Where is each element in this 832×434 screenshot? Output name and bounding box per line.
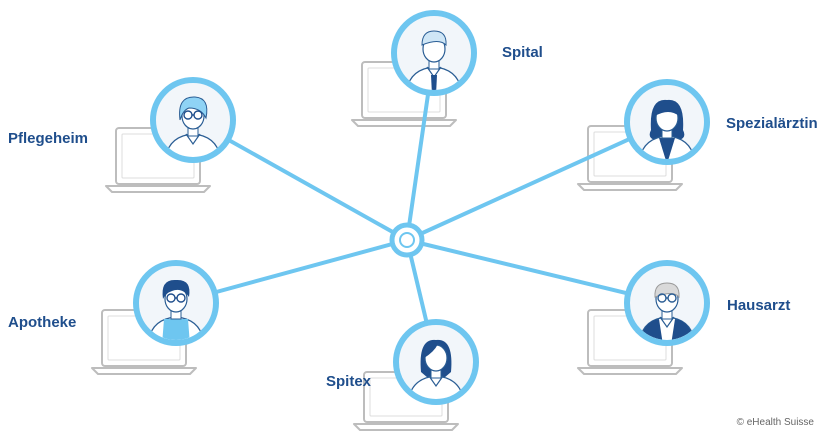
label-spezialaerztin: Spezialärztin (726, 115, 818, 132)
copyright-notice: © eHealth Suisse (736, 417, 814, 428)
avatar-ring (391, 10, 477, 96)
avatar-ring (393, 319, 479, 405)
connection-line-spezialaerztin (405, 120, 669, 242)
laptop-base (91, 367, 197, 375)
label-pflegeheim: Pflegeheim (8, 130, 89, 147)
laptop-base (353, 423, 459, 431)
hub-core (399, 232, 415, 248)
pharmacist-avatar-icon (133, 260, 219, 346)
hair (421, 30, 447, 47)
avatars-layer (133, 10, 710, 405)
label-hausarzt: Hausarzt (727, 297, 791, 314)
glasses-icon (183, 110, 203, 120)
fringe (655, 103, 679, 116)
avatar-figure (407, 339, 465, 399)
hub-node-icon (389, 222, 425, 258)
fringe (424, 343, 438, 358)
laptop-base (577, 183, 683, 191)
avatar-figure (638, 99, 696, 159)
hub-layer (389, 222, 425, 258)
nurse-avatar-icon (393, 319, 479, 405)
label-spitex: Spitex (326, 373, 372, 390)
avatar-collar (659, 316, 675, 329)
avatar-ring (150, 77, 236, 163)
doctor-avatar-icon (391, 10, 477, 96)
hair (179, 96, 208, 121)
tie (431, 75, 437, 90)
female-specialist-avatar-icon (624, 79, 710, 165)
glasses-icon (657, 293, 677, 303)
caregiver-avatar-icon (150, 77, 236, 163)
curly-hair (162, 279, 190, 299)
gp-avatar-icon (624, 260, 710, 346)
avatar-ring (624, 79, 710, 165)
connection-line-hausarzt (405, 238, 669, 305)
avatar-ring (624, 260, 710, 346)
shirt (162, 319, 190, 340)
avatar-ring (133, 260, 219, 346)
avatar-collar (428, 375, 444, 388)
glasses-icon (166, 293, 186, 303)
laptop-base (577, 367, 683, 375)
laptop-base (105, 185, 211, 193)
label-spital: Spital (502, 44, 543, 61)
laptop-base (351, 119, 457, 127)
top (659, 138, 675, 159)
avatar-collar (185, 133, 201, 146)
label-apotheke: Apotheke (8, 314, 77, 331)
